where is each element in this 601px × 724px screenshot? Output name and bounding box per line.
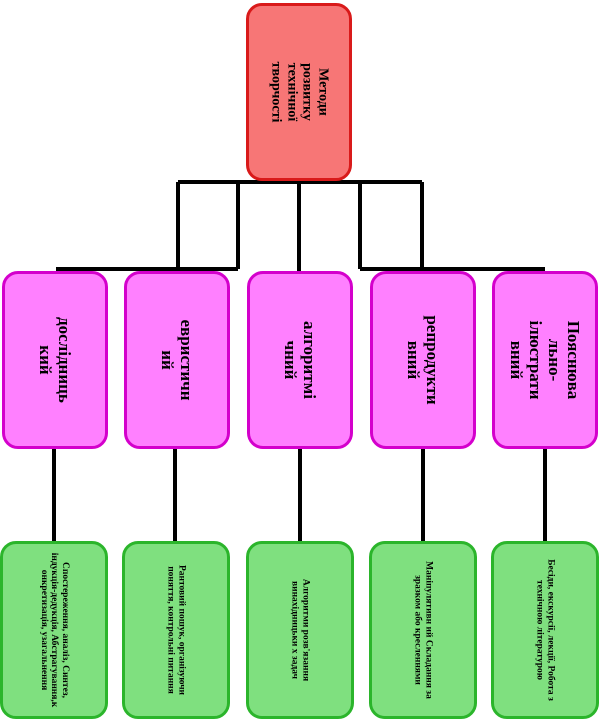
detail-node-reproductive: Маніпулятивн ий Складання за зразком або… (369, 541, 477, 719)
detail-label: Бесіди, екскурсії, лекції, Робота з техн… (535, 559, 556, 701)
detail-label: Рантовий пошук, організуючи поняття, кон… (166, 564, 187, 696)
root-node: Методи розвитку технічної творчості (246, 3, 352, 181)
detail-node-heuristic: Рантовий пошук, організуючи поняття, кон… (122, 541, 230, 719)
detail-node-algorithmic: Алгоритми розв'язання винахідницьки х за… (246, 541, 354, 719)
method-node-explanatory: Пояснюва льно-ілюстрати вний (492, 271, 598, 449)
detail-node-research: Спостереження, аналіз, Синтез, індукція-… (0, 541, 108, 719)
method-node-reproductive: репродукти вний (370, 271, 476, 449)
method-label: дослідниць кий (36, 317, 75, 403)
detail-label: Спостереження, аналіз, Синтез, індукція-… (38, 552, 70, 708)
method-label: евристичн ий (158, 319, 197, 401)
method-label: репродукти вний (404, 315, 443, 405)
method-node-heuristic: евристичн ий (124, 271, 230, 449)
method-label: алгоритмі чний (281, 321, 320, 399)
method-label: Пояснюва льно-ілюстрати вний (506, 320, 584, 400)
detail-label: Маніпулятивн ий Складання за зразком або… (413, 561, 434, 699)
method-node-algorithmic: алгоритмі чний (247, 271, 353, 449)
method-node-research: дослідниць кий (2, 271, 108, 449)
root-label: Методи розвитку технічної творчості (268, 61, 331, 123)
detail-label: Алгоритми розв'язання винахідницьки х за… (290, 578, 311, 682)
detail-node-explanatory: Бесіди, екскурсії, лекції, Робота з техн… (491, 541, 599, 719)
